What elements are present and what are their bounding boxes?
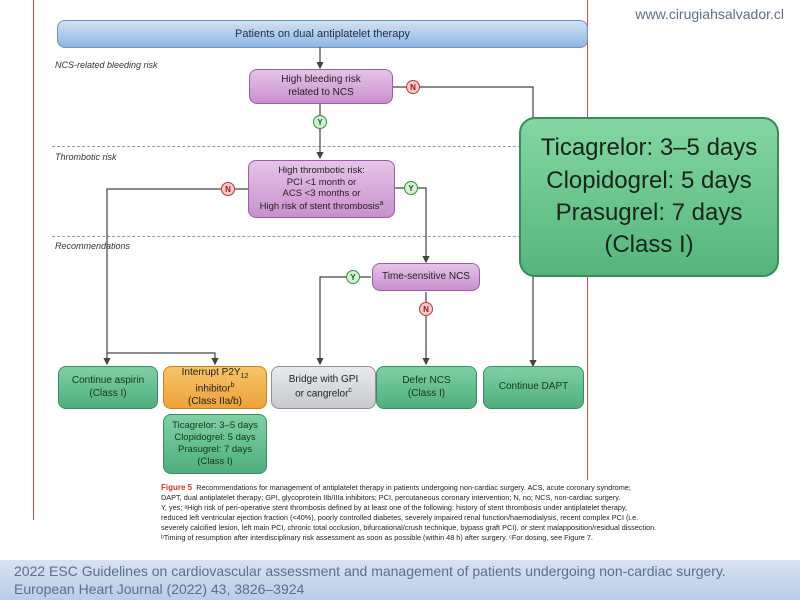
node-continue-aspirin: Continue aspirin (Class I) xyxy=(58,366,158,409)
interrupt-line-3: (Class IIa/b) xyxy=(188,395,242,407)
callout-line-2: Clopidogrel: 5 days xyxy=(546,166,752,194)
node-bridge-gpi: Bridge with GPI or cangrelorc xyxy=(271,366,376,409)
thrombotic-line-3: ACS <3 months or xyxy=(282,188,361,200)
thrombotic-line-2: PCI <1 month or xyxy=(286,176,357,188)
callout-line-4: (Class I) xyxy=(604,231,694,259)
badge-yes-bleeding: Y xyxy=(313,115,327,129)
node-timing-interruption: Ticagrelor: 3–5 days Clopidogrel: 5 days… xyxy=(163,414,267,474)
interrupt-footnote-mark: b xyxy=(230,381,235,389)
time-sensitive-label: Time-sensitive NCS xyxy=(382,270,470,282)
interrupt-subscript: 12 xyxy=(240,372,249,380)
defer-line-2: (Class I) xyxy=(407,387,446,399)
node-time-sensitive-ncs: Time-sensitive NCS xyxy=(372,263,480,291)
section-bleeding-label: NCS-related bleeding risk xyxy=(55,60,158,70)
section-thrombotic-label: Thrombotic risk xyxy=(55,152,117,162)
site-url: www.cirugiahsalvador.cl xyxy=(635,6,784,22)
section-recommendations-label: Recommendations xyxy=(55,241,131,251)
caption-line-6: ᵇTiming of resumption after interdiscipl… xyxy=(161,533,593,543)
badge-no-bleeding: N xyxy=(406,80,420,94)
bleeding-risk-line-2: related to NCS xyxy=(288,86,354,98)
node-defer-ncs: Defer NCS (Class I) xyxy=(376,366,477,409)
callout-line-3: Prasugrel: 7 days xyxy=(555,199,743,226)
node-interrupt-p2y12: Interrupt P2Y12 inhibitorb (Class IIa/b) xyxy=(163,366,267,409)
callout-timing-magnified: Ticagrelor: 3–5 days Clopidogrel: 5 days… xyxy=(519,117,779,277)
aspirin-line-2: (Class I) xyxy=(89,387,127,399)
defer-line-1: Defer NCS xyxy=(402,375,451,386)
badge-no-thrombotic: N xyxy=(221,182,235,196)
badge-yes-thrombotic: Y xyxy=(404,181,418,195)
timing-line-3: Prasugrel: 7 days xyxy=(178,444,252,455)
divider-1 xyxy=(52,146,586,147)
timing-line-1: Ticagrelor: 3–5 days xyxy=(172,420,258,432)
node-high-thrombotic-risk: High thrombotic risk: PCI <1 month or AC… xyxy=(248,160,395,218)
node-continue-dapt: Continue DAPT xyxy=(483,366,584,409)
thrombotic-line-1: High thrombotic risk: xyxy=(278,164,365,176)
node-high-bleeding-risk: High bleeding risk related to NCS xyxy=(249,69,393,104)
divider-2 xyxy=(52,236,586,237)
aspirin-line-1: Continue aspirin xyxy=(71,375,145,386)
badge-no-time-sensitive: N xyxy=(419,302,433,316)
bridge-line-1: Bridge with GPI xyxy=(288,374,359,386)
citation-footer xyxy=(0,560,800,600)
caption-line-2: DAPT, dual antiplatelet therapy; GPI, gl… xyxy=(161,493,621,503)
dapt-label: Continue DAPT xyxy=(498,381,569,393)
interrupt-line-2: inhibitor xyxy=(195,383,231,395)
thrombotic-line-4: High risk of stent thrombosis xyxy=(259,201,380,213)
figure-label: Figure 5 xyxy=(161,483,193,492)
caption-line-3: Y, yes; ᵃHigh risk of peri-operative ste… xyxy=(161,503,628,513)
caption-line-5: severely calcified lesion, left main PCI… xyxy=(161,523,657,533)
thrombotic-footnote-mark: a xyxy=(379,200,384,208)
callout-line-1: Ticagrelor: 3–5 days xyxy=(540,134,758,162)
interrupt-line-1: Interrupt P2Y xyxy=(181,366,241,378)
caption-line-4: reduced left ventricular ejection fracti… xyxy=(161,513,639,523)
citation-line-2: European Heart Journal (2022) 43, 3826–3… xyxy=(14,581,305,597)
timing-line-2: Clopidogrel: 5 days xyxy=(174,432,256,444)
header-dapt-patients: Patients on dual antiplatelet therapy xyxy=(57,20,588,48)
caption-line-1: Recommendations for management of antipl… xyxy=(196,483,631,492)
bridge-footnote-mark: c xyxy=(348,386,352,394)
badge-yes-time-sensitive: Y xyxy=(346,270,360,284)
timing-line-4: (Class I) xyxy=(197,455,233,467)
citation-line-1: 2022 ESC Guidelines on cardiovascular as… xyxy=(14,563,726,579)
figure-caption: Figure 5 Recommendations for management … xyxy=(155,480,785,560)
bridge-line-2: or cangrelor xyxy=(295,388,349,400)
bleeding-risk-line-1: High bleeding risk xyxy=(281,74,361,85)
